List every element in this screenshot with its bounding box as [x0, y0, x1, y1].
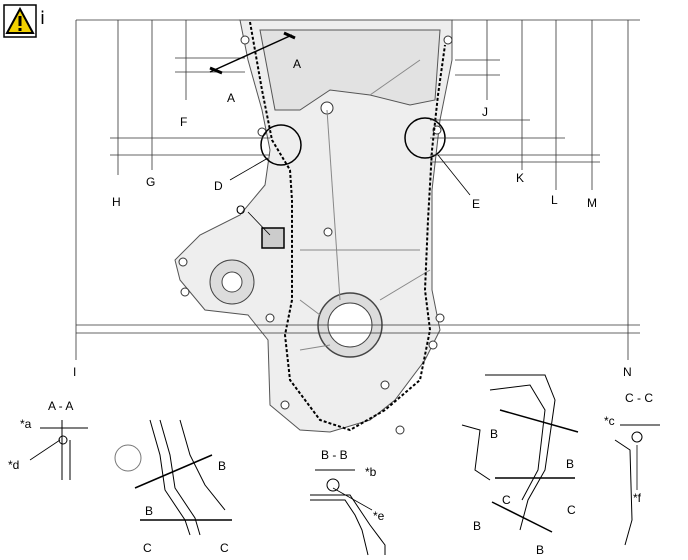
section-b-left-view: [114, 419, 232, 536]
label-c-left-1: C: [143, 541, 152, 555]
label-c-left-2: C: [220, 541, 229, 555]
label-b-right-1: B: [490, 427, 499, 441]
callout-a: *a: [20, 417, 32, 431]
label-a-bottom: A: [227, 91, 236, 105]
label-g: G: [146, 175, 156, 189]
label-e: E: [472, 197, 481, 211]
section-title-bb: B - B: [321, 448, 348, 462]
label-b-right-2: B: [566, 457, 575, 471]
warning-triangle-icon: [3, 4, 37, 38]
cover-body: [174, 19, 453, 433]
callout-e: *e: [373, 509, 385, 523]
ribs: [299, 59, 431, 351]
label-b-left-1: B: [218, 459, 227, 473]
label-f: F: [180, 115, 188, 129]
label-d: D: [214, 179, 223, 193]
label-h: H: [112, 195, 121, 209]
label-i: I: [73, 365, 77, 379]
label-a-top: A: [293, 57, 302, 71]
section-title-aa: A - A: [48, 399, 74, 413]
section-line-a: [209, 31, 296, 75]
section-aa-view: [40, 420, 88, 480]
dimension-lines: [75, 19, 640, 360]
detail-box-o: [261, 227, 285, 249]
label-b-left-2: B: [145, 504, 154, 518]
callout-f: *f: [633, 491, 642, 505]
label-m: M: [587, 196, 597, 210]
label-l: L: [551, 193, 558, 207]
bolt-holes: [178, 35, 453, 435]
info-glyph: i: [40, 8, 46, 29]
detail-circle-d: [260, 124, 302, 166]
label-c-right-2: C: [567, 503, 576, 517]
callout-b: *b: [365, 465, 377, 479]
callout-d: *d: [8, 458, 20, 472]
section-bc-right-view: [461, 374, 579, 533]
label-b-right-4: B: [536, 543, 545, 557]
label-n: N: [623, 365, 632, 379]
section-cc-view: [614, 424, 660, 546]
label-o: O: [236, 203, 246, 217]
label-c-right-1: C: [502, 493, 511, 507]
seal-bead: [249, 21, 446, 432]
section-title-cc: C - C: [625, 391, 653, 405]
label-j: J: [482, 105, 488, 119]
section-bb-view: [310, 469, 386, 556]
callout-c: *c: [604, 414, 615, 428]
label-b-right-3: B: [473, 519, 482, 533]
label-k: K: [516, 171, 525, 185]
